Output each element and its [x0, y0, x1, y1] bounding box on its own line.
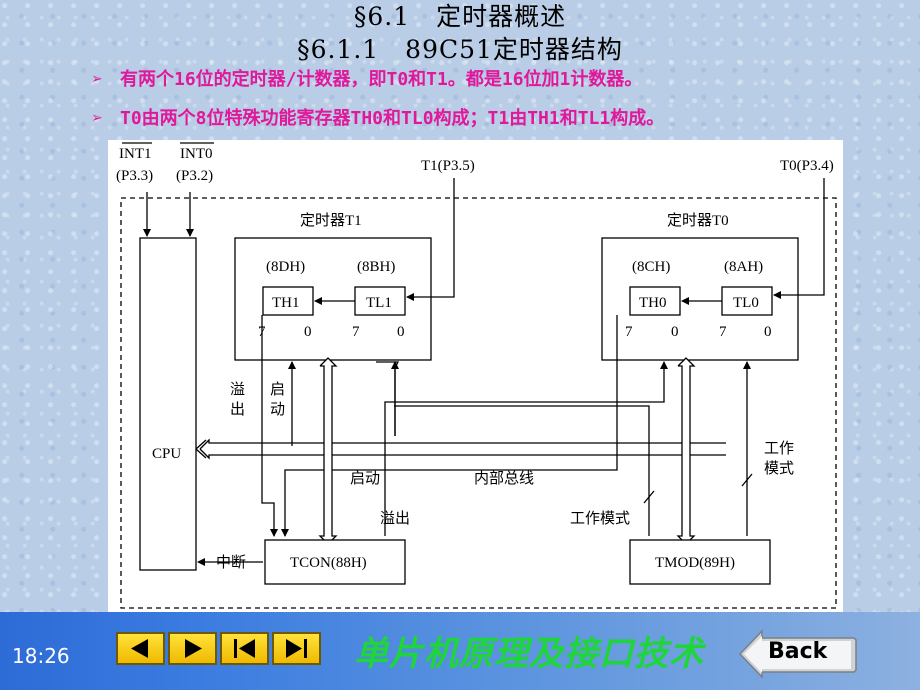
overflow-label-2: 出 — [230, 401, 245, 418]
timer1-title: 定时器T1 — [300, 212, 362, 229]
arrow-bullet-icon: ➢ — [92, 69, 103, 90]
bullet-text: T0由两个8位特殊功能寄存器TH0和TL0构成；T1由TH1和TL1构成。 — [120, 108, 665, 129]
cpu-label: CPU — [152, 446, 181, 462]
course-title: 单片机原理及接口技术 — [354, 634, 704, 674]
bullet-item: ➢ T0由两个8位特殊功能寄存器TH0和TL0构成；T1由TH1和TL1构成。 — [92, 108, 664, 130]
work-mode-label: 工作模式 — [570, 510, 630, 527]
tcon-label: TCON(88H) — [290, 555, 367, 571]
timer0-title: 定时器T0 — [667, 212, 729, 229]
tcon-register — [264, 539, 406, 585]
th1-register — [262, 286, 314, 316]
work-mode-label-2: 模式 — [764, 460, 794, 477]
tl0-bit-low: 0 — [764, 324, 772, 340]
tl1-address: (8BH) — [357, 259, 395, 275]
tl1-label: TL1 — [366, 295, 392, 311]
tl0-label: TL0 — [733, 295, 759, 311]
start-label-2: 动 — [270, 401, 285, 418]
back-arrow-icon — [738, 629, 857, 679]
internal-bus-label: 内部总线 — [474, 470, 534, 487]
t0-pin-label: T0(P3.4) — [780, 158, 834, 174]
arrow-bullet-icon: ➢ — [92, 108, 103, 129]
th1-label: TH1 — [272, 295, 300, 311]
tmod-register — [629, 539, 771, 585]
triangle-right-icon — [185, 639, 202, 658]
start-label: 启动 — [350, 470, 380, 487]
th0-register — [629, 286, 681, 316]
bullet-item: ➢ 有两个16位的定时器/计数器，即T0和T1。都是16位加1计数器。 — [92, 69, 642, 91]
skip-to-end-icon — [286, 639, 307, 658]
interrupt-label: 中断 — [216, 554, 246, 571]
cpu-block — [139, 237, 197, 571]
th0-label: TH0 — [639, 295, 667, 311]
int1-label: INT1 — [119, 146, 152, 162]
th0-bit-low: 0 — [671, 324, 679, 340]
work-mode-label-1: 工作 — [764, 440, 794, 457]
start-label-1: 启 — [270, 381, 285, 398]
back-button[interactable]: Back — [738, 628, 860, 680]
overflow-label-1: 溢 — [230, 381, 245, 398]
th1-address: (8DH) — [266, 259, 305, 275]
last-slide-button[interactable] — [272, 632, 321, 665]
tmod-label: TMOD(89H) — [655, 555, 735, 571]
next-slide-button[interactable] — [168, 632, 217, 665]
chip-boundary — [120, 197, 837, 609]
th1-bit-low: 0 — [304, 324, 312, 340]
clock-display: 18:26 — [12, 644, 70, 668]
tl1-bit-low: 0 — [397, 324, 405, 340]
th0-address: (8CH) — [632, 259, 670, 275]
overflow-label: 溢出 — [380, 510, 410, 527]
th1-bit-high: 7 — [258, 324, 266, 340]
skip-to-start-icon — [234, 639, 255, 658]
bullet-text: 有两个16位的定时器/计数器，即T0和T1。都是16位加1计数器。 — [120, 69, 643, 90]
timer0-block — [601, 237, 799, 361]
slide-subtitle: §6.1.1 89C51定时器结构 — [297, 35, 623, 64]
slide-title: §6.1 定时器概述 — [353, 2, 567, 31]
int0-pin-label: (P3.2) — [176, 168, 213, 184]
timer-structure-diagram: INT1 (P3.3) INT0 (P3.2) T1(P3.5) T0(P3.4… — [108, 140, 843, 612]
t1-pin-label: T1(P3.5) — [421, 158, 475, 174]
tl0-address: (8AH) — [724, 259, 763, 275]
tl1-bit-high: 7 — [352, 324, 360, 340]
int0-label: INT0 — [180, 146, 213, 162]
navigation-footer: 18:26 单片机原理及接口技术 Back — [0, 612, 920, 690]
first-slide-button[interactable] — [220, 632, 269, 665]
triangle-left-icon — [131, 639, 148, 658]
tl0-bit-high: 7 — [719, 324, 727, 340]
timer1-block — [234, 237, 432, 361]
previous-slide-button[interactable] — [116, 632, 165, 665]
th0-bit-high: 7 — [625, 324, 633, 340]
int1-pin-label: (P3.3) — [116, 168, 153, 184]
back-label: Back — [768, 639, 828, 664]
